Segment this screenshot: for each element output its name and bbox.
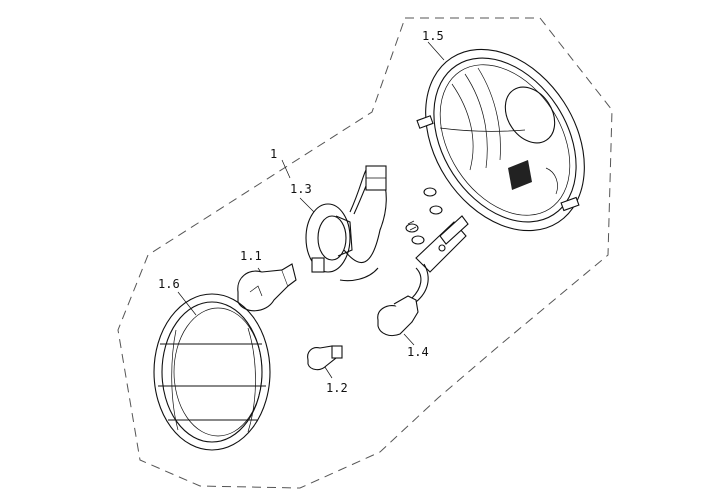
label-bulb-main: 1.1: [240, 249, 262, 263]
screws-and-nuts: [405, 187, 443, 245]
small-bulb: [307, 345, 343, 371]
bulb-socket: [377, 263, 429, 337]
assembly-boundary: [117, 17, 613, 489]
socket-harness: [305, 165, 387, 282]
headlight-housing: [416, 48, 585, 232]
mounting-bracket: [415, 215, 469, 273]
label-bulb-small: 1.2: [326, 381, 348, 395]
label-housing: 1.5: [422, 29, 444, 43]
label-bulb-socket: 1.4: [407, 345, 429, 359]
label-socket-harness: 1.3: [290, 182, 312, 196]
main-bulb: [237, 263, 297, 312]
label-lens-ring: 1.6: [158, 277, 180, 291]
lens-ring: [153, 293, 271, 451]
leader-lines: [177, 41, 445, 379]
label-assembly: 1: [270, 147, 277, 161]
